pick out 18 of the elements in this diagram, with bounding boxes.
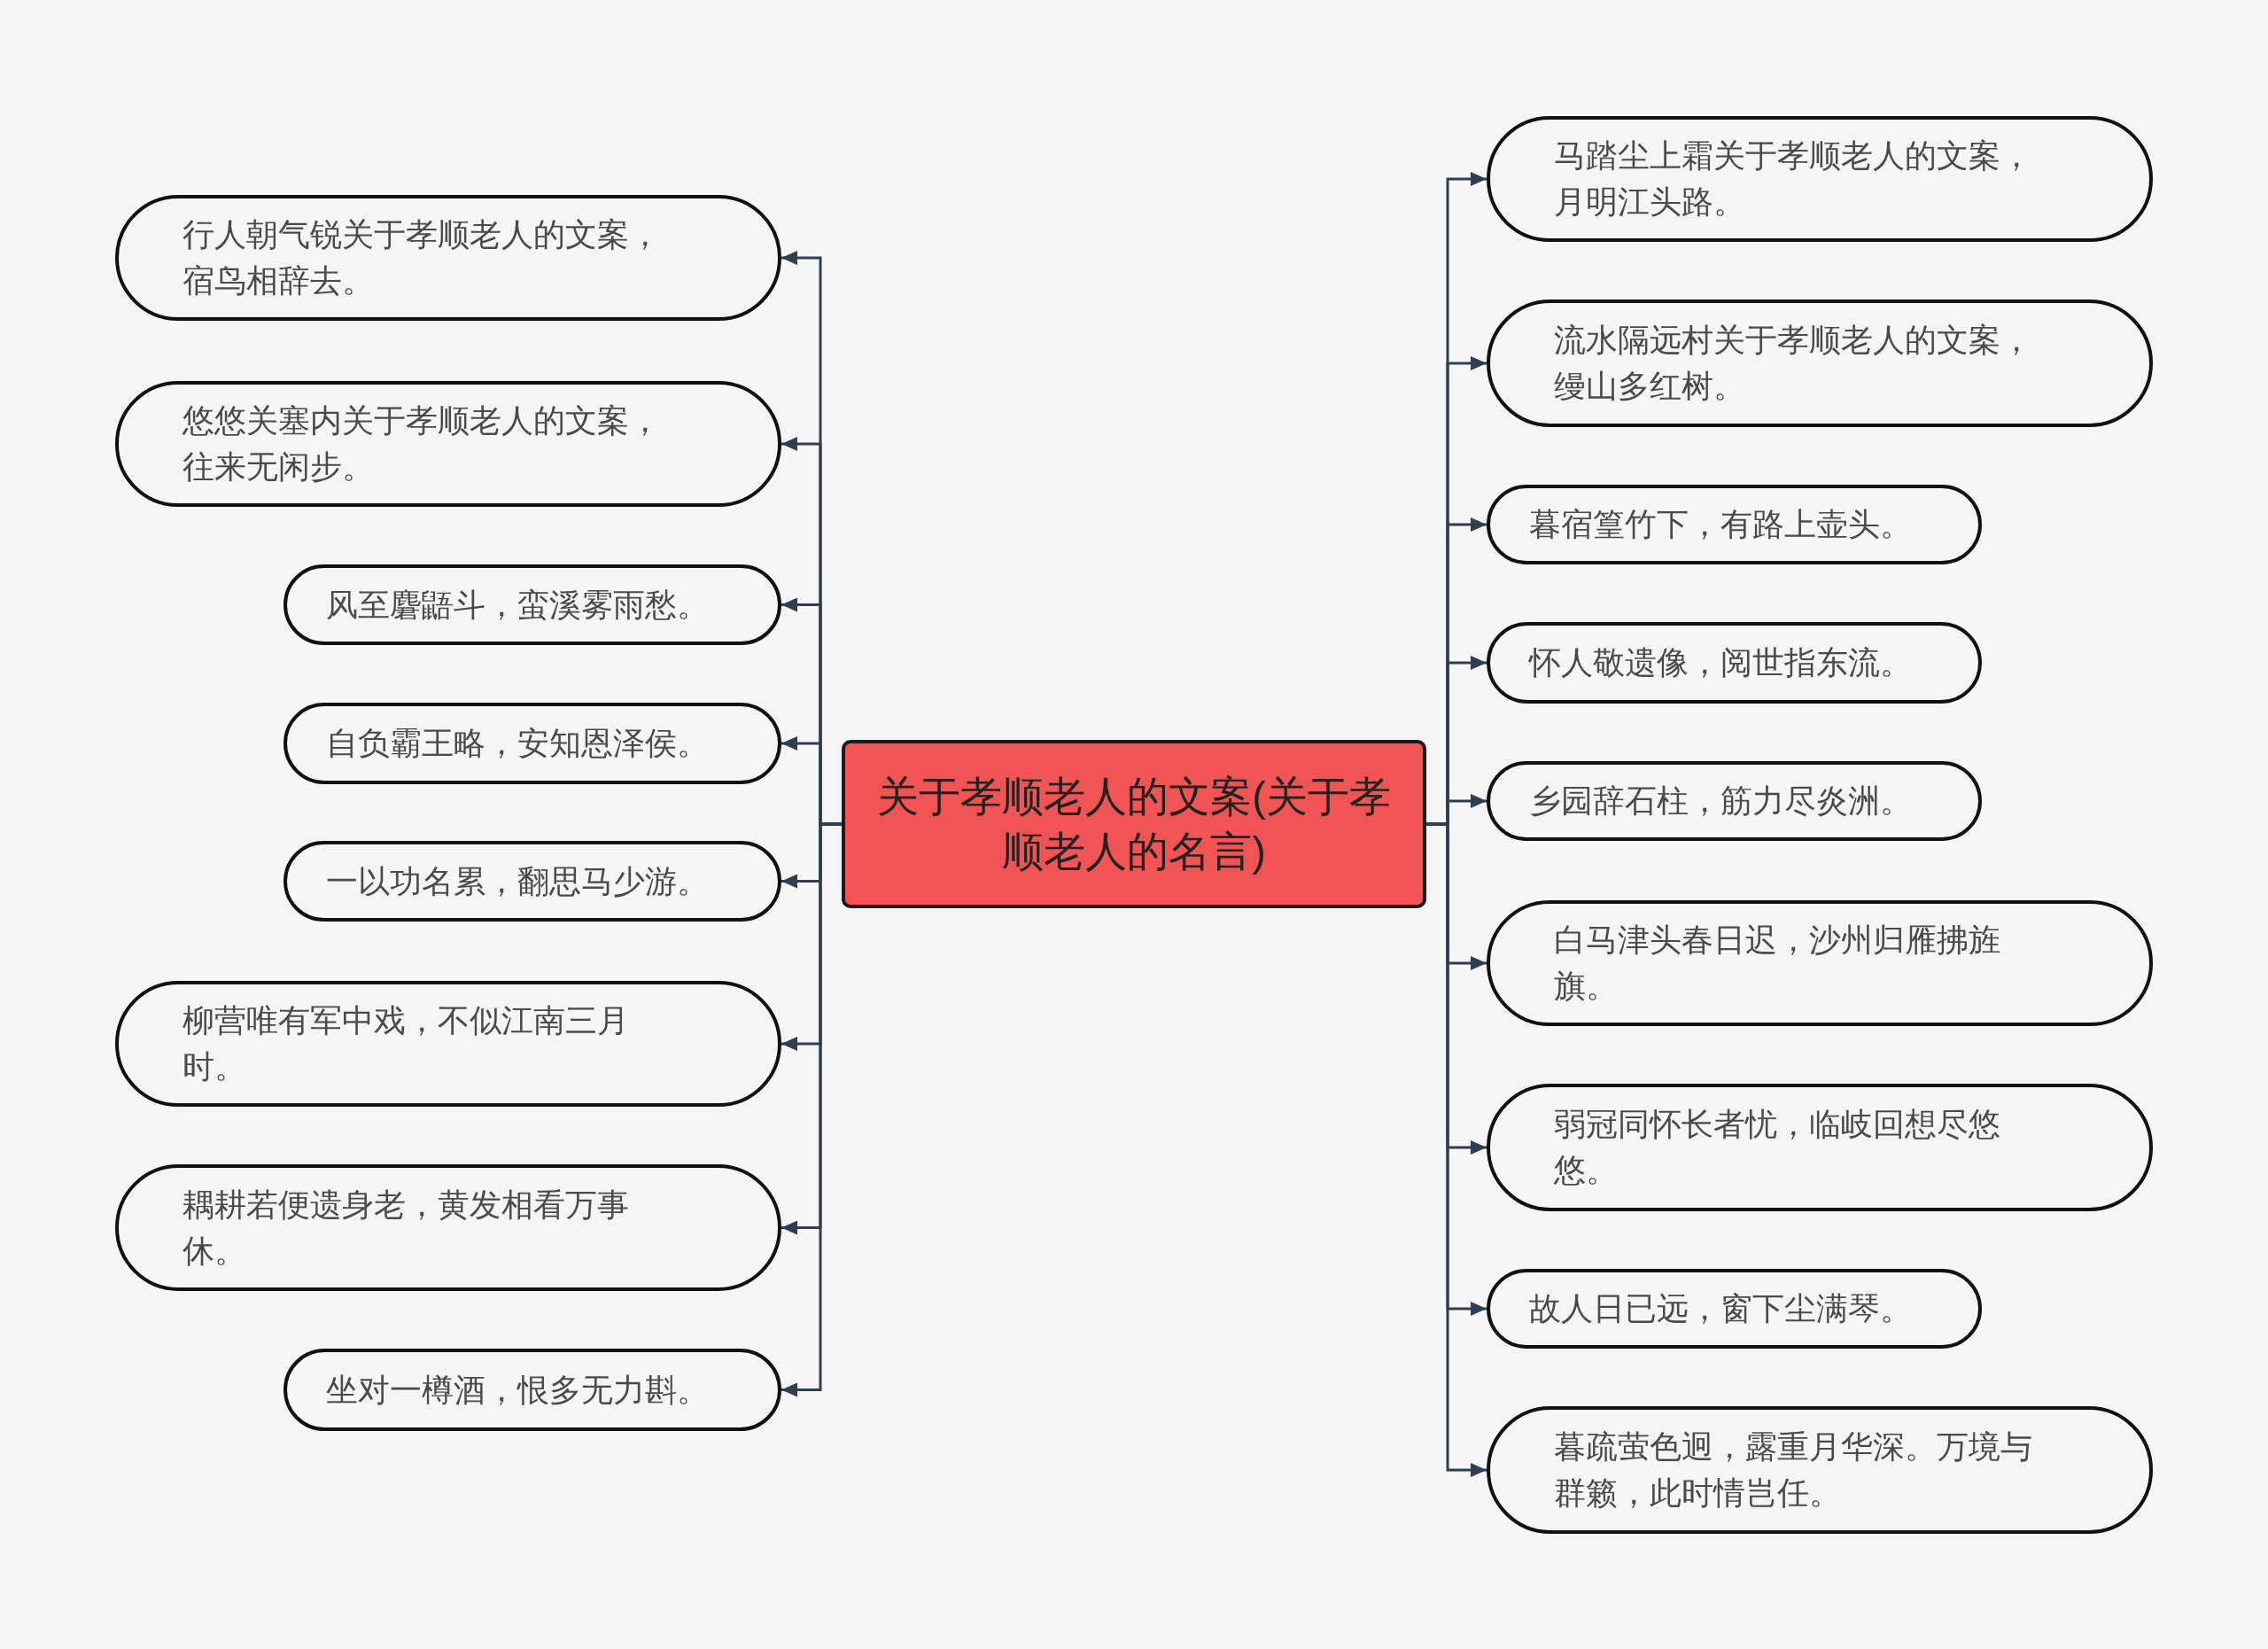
topic-pill: 白马津头春日迟，沙州归雁拂旌旗。 bbox=[1487, 900, 2153, 1026]
topic-pill: 乡园辞石柱，筋力尽炎洲。 bbox=[1487, 761, 1982, 841]
topic-pill: 怀人敬遗像，阅世指东流。 bbox=[1487, 622, 1982, 704]
topic-pill: 暮宿篁竹下，有路上壶头。 bbox=[1487, 485, 1982, 564]
topic-pill: 行人朝气锐关于孝顺老人的文案，宿鸟相辞去。 bbox=[115, 195, 781, 321]
topic-pill: 故人日已远，窗下尘满琴。 bbox=[1487, 1269, 1982, 1349]
topic-pill: 坐对一樽酒，恨多无力斟。 bbox=[284, 1349, 781, 1431]
topic-pill: 风至麏鼯斗，蛮溪雾雨愁。 bbox=[284, 564, 781, 645]
topic-pill: 暮疏萤色迥，露重月华深。万境与群籁，此时情岂任。 bbox=[1487, 1406, 2153, 1534]
topic-pill: 马踏尘上霜关于孝顺老人的文案，月明江头路。 bbox=[1487, 116, 2153, 242]
topic-pill: 耦耕若便遗身老，黄发相看万事休。 bbox=[115, 1164, 781, 1291]
topic-pill: 流水隔远村关于孝顺老人的文案，缦山多红树。 bbox=[1487, 299, 2153, 427]
topic-pill: 悠悠关塞内关于孝顺老人的文案，往来无闲步。 bbox=[115, 381, 781, 507]
topic-pill: 弱冠同怀长者忧，临岐回想尽悠悠。 bbox=[1487, 1084, 2153, 1211]
central-topic-box: 关于孝顺老人的文案(关于孝顺老人的名言) bbox=[842, 740, 1426, 908]
topic-pill: 一以功名累，翻思马少游。 bbox=[284, 841, 781, 922]
topic-pill: 柳营唯有军中戏，不似江南三月时。 bbox=[115, 981, 781, 1107]
topic-pill: 自负霸王略，安知恩泽侯。 bbox=[284, 703, 781, 784]
